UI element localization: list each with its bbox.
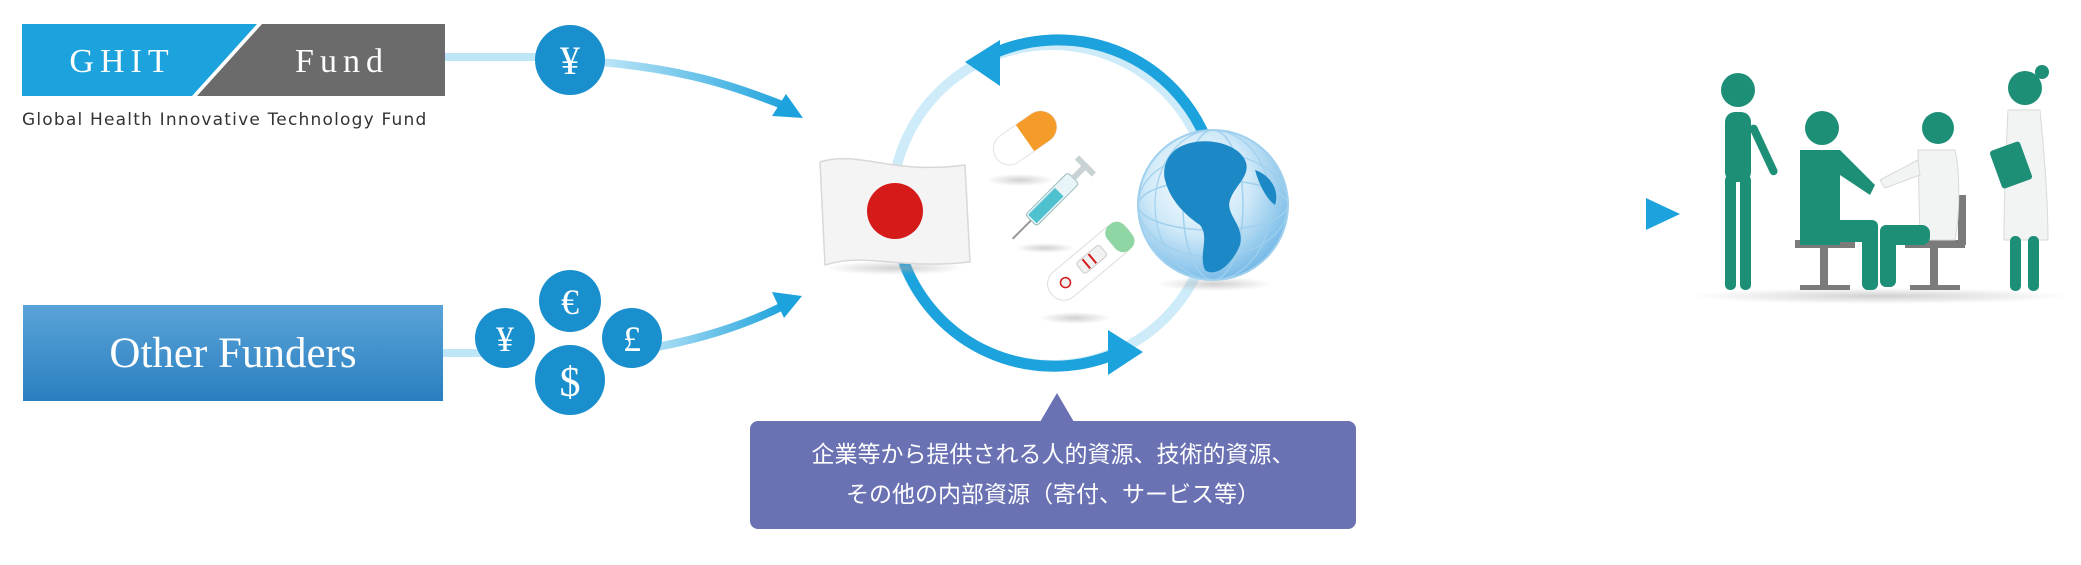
cycle-arc-top (984, 34, 1216, 156)
resources-callout: 企業等から提供される人的資源、技術的資源、 その他の内部資源（寄付、サービス等） (750, 421, 1356, 529)
test-kit-icon (1039, 221, 1135, 324)
nurse-icon (1989, 65, 2049, 291)
other-funders-flow-curve (639, 301, 787, 354)
chair-icon (1795, 240, 1855, 290)
euro-coin-icon: € (539, 270, 601, 332)
pound-coin-icon: £ (602, 308, 662, 368)
standing-person-icon (1721, 73, 1778, 290)
capsule-icon (986, 110, 1058, 186)
cycle-arrowhead-top (965, 40, 1000, 86)
svg-text:$: $ (560, 360, 581, 406)
cycle-arc-bottom (899, 259, 1116, 372)
seated-patient-icon (1800, 111, 1878, 290)
syringe-icon (1011, 155, 1097, 253)
cycle-arrowhead-bottom (1108, 330, 1143, 375)
ghit-flow-arrowhead (772, 94, 803, 118)
doctor-icon (1879, 112, 1960, 287)
japan-flag-icon (819, 157, 971, 275)
ghit-tagline: Global Health Innovative Technology Fund (22, 110, 428, 130)
patients-icon (1690, 65, 2070, 304)
svg-text:€: € (561, 282, 579, 322)
yen-coin-icon: ¥ (475, 308, 535, 368)
callout-pointer (1040, 393, 1074, 422)
ghit-logo-left-word: GHIT (69, 43, 174, 80)
globe-icon (1137, 129, 1289, 291)
other-funders-label: Other Funders (109, 329, 357, 377)
ghit-fund-logo: GHIT Fund (22, 24, 445, 96)
svg-text:¥: ¥ (496, 319, 514, 359)
yen-coin-icon: ¥ (535, 25, 605, 95)
svg-text:£: £ (623, 319, 641, 359)
chair-icon (1905, 195, 1966, 290)
callout-line-2: その他の内部資源（寄付、サービス等） (846, 482, 1260, 508)
ghit-logo-right-word: Fund (295, 43, 389, 80)
other-funders-flow-arrowhead (772, 292, 802, 318)
ghit-flow-curve (599, 58, 792, 112)
other-funders-box: Other Funders (23, 305, 443, 401)
ghit-logo-blue-block (22, 24, 257, 96)
ghit-coin-symbol: ¥ (560, 38, 580, 83)
output-flow-arrowhead (1646, 198, 1680, 230)
callout-line-1: 企業等から提供される人的資源、技術的資源、 (811, 442, 1295, 468)
ghit-logo-gray-block (197, 24, 445, 96)
dollar-coin-icon: $ (535, 345, 605, 415)
